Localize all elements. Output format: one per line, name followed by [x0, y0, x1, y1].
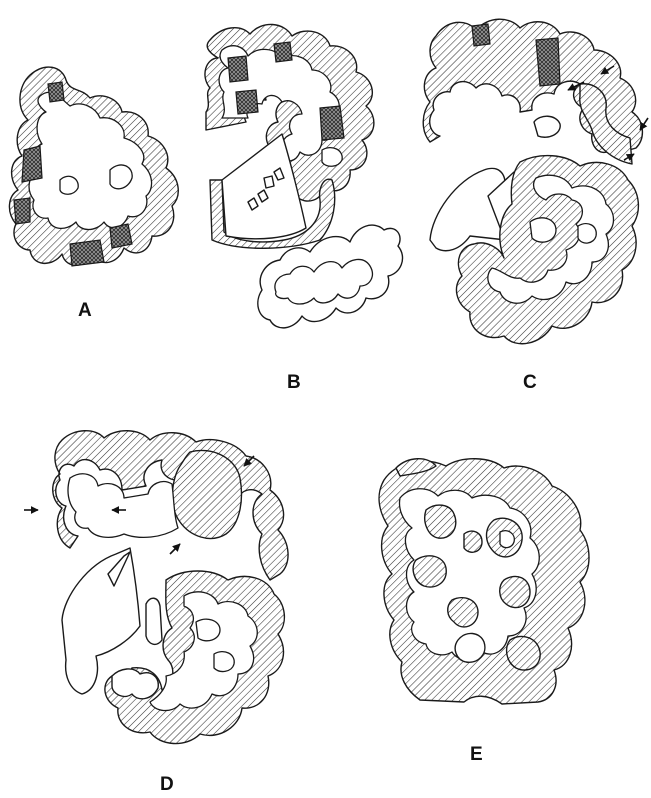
panel-e-gyrus-3 — [464, 531, 482, 552]
panel-c-lesion-2 — [472, 24, 490, 46]
panel-d-lesion-large — [172, 450, 241, 538]
panel-c-section — [423, 19, 648, 343]
panel-e-gyrus-2-inner — [500, 531, 514, 548]
panel-a-lesion-1 — [22, 146, 42, 182]
panel-b-lesion-2 — [274, 42, 292, 62]
panel-c-ventricle — [534, 116, 560, 137]
panel-a-section — [9, 67, 178, 266]
panel-a-lesion-3 — [48, 82, 64, 102]
panel-c-gyrus-inner-1 — [530, 218, 556, 242]
panel-b-label: B — [287, 372, 301, 393]
panel-a-lesion-4 — [110, 224, 132, 248]
panel-a-lesion-5 — [14, 198, 30, 224]
panel-d-gyrus-inner-2 — [214, 652, 234, 672]
panel-d-section — [24, 431, 288, 744]
panel-b-sulcus-1 — [322, 148, 342, 167]
panel-d-thalamus — [146, 598, 162, 644]
panel-c-lesion-1 — [536, 38, 560, 86]
panel-d-arrow-4 — [170, 544, 180, 554]
panel-c-label: C — [523, 372, 537, 393]
panel-d-hippocampus — [112, 669, 158, 699]
panel-b-lesion-3 — [320, 106, 344, 140]
panel-b-section — [205, 24, 403, 327]
panel-e-hippocampus — [455, 633, 485, 662]
panel-e-gyrus-4 — [413, 556, 446, 587]
panel-d-gyrus-inner-1 — [196, 619, 220, 641]
panel-e-gyrus-7 — [507, 636, 541, 670]
panel-a-label: A — [78, 300, 92, 321]
panel-e-gyrus-1 — [425, 505, 456, 538]
panel-c-gyrus-inner-2 — [578, 224, 596, 243]
panel-e-label: E — [470, 744, 483, 765]
panel-a-sulcus-2 — [60, 176, 78, 194]
panel-b-lesion-4 — [236, 90, 258, 114]
panel-e-section — [379, 459, 589, 704]
panel-d-label: D — [160, 774, 174, 795]
panel-b-lesion-1 — [228, 56, 248, 82]
panel-e-gyrus-5 — [500, 576, 530, 607]
panel-a-lesion-2 — [70, 240, 104, 266]
